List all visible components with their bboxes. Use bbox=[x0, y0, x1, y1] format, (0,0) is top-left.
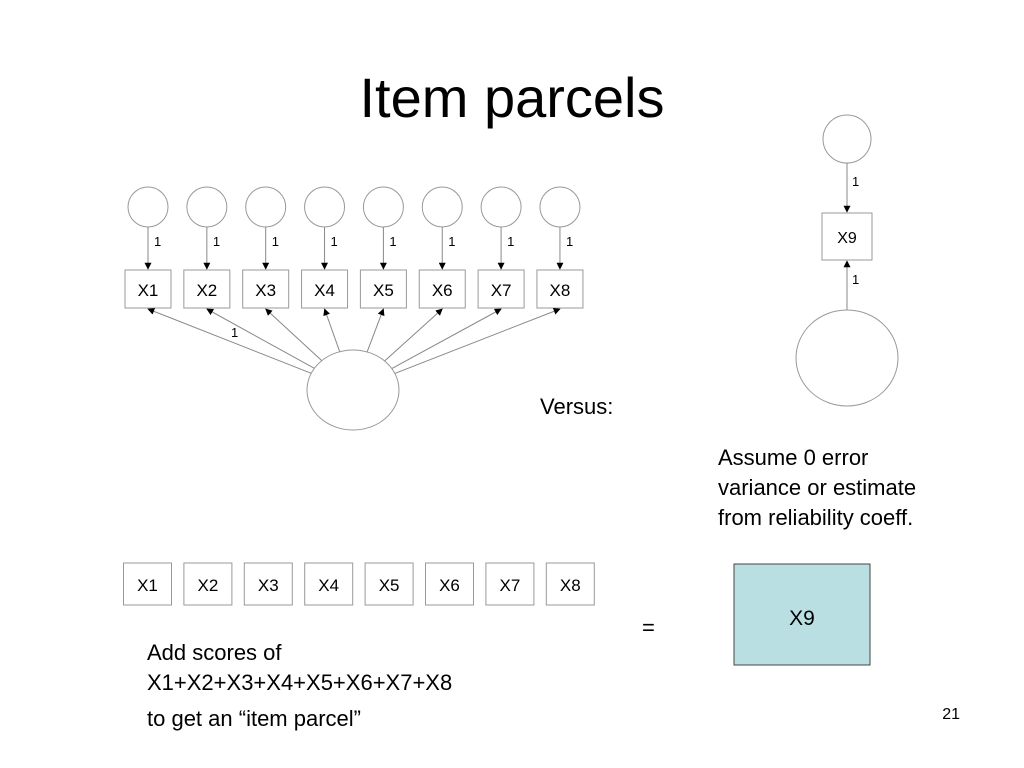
indicator-box bbox=[418, 269, 466, 309]
indicator-label: X6 bbox=[432, 281, 453, 300]
indicator-label: X9 bbox=[837, 230, 857, 247]
error-path-label: 1 bbox=[448, 234, 455, 249]
indicator-box bbox=[536, 269, 584, 309]
indicator-label: X2 bbox=[196, 281, 217, 300]
observed-item-box bbox=[183, 562, 233, 606]
equals-sign: = bbox=[642, 615, 655, 640]
observed-item-box bbox=[243, 562, 293, 606]
observed-item-box bbox=[304, 562, 354, 606]
indicator-box bbox=[183, 269, 231, 309]
error-term-circle bbox=[539, 186, 581, 228]
error-path-label: 1 bbox=[272, 234, 279, 249]
factor-loading-label: 1 bbox=[852, 272, 859, 287]
error-path-label: 1 bbox=[566, 234, 573, 249]
error-term-circle bbox=[245, 186, 287, 228]
item-parcel-box bbox=[733, 563, 871, 666]
factor-loading-arrow bbox=[384, 308, 443, 362]
page-number: 21 bbox=[942, 706, 960, 723]
observed-item-label: X4 bbox=[318, 576, 339, 595]
indicator-box bbox=[359, 269, 407, 309]
parcel-caption: Add scores of X1+X2+X3+X4+X5+X6+X7+X8 to… bbox=[147, 638, 452, 734]
caption-sum: X1+X2+X3+X4+X5+X6+X7+X8 bbox=[147, 670, 453, 695]
factor-loading-arrow bbox=[391, 308, 502, 369]
error-path-label: 1 bbox=[507, 234, 514, 249]
indicator-box bbox=[242, 269, 290, 309]
indicator-label: X5 bbox=[373, 281, 394, 300]
slide-title: Item parcels bbox=[359, 66, 665, 129]
factor-loading-arrow bbox=[147, 308, 312, 374]
observed-item-box bbox=[485, 562, 535, 606]
observed-item-box bbox=[425, 562, 474, 606]
observed-item-label: X7 bbox=[500, 576, 521, 595]
indicator-label: X7 bbox=[491, 281, 512, 300]
assumption-note-line: Assume 0 error bbox=[718, 445, 869, 470]
observed-item-label: X6 bbox=[439, 576, 460, 595]
error-term-circle bbox=[421, 186, 463, 228]
indicator-box bbox=[124, 269, 172, 309]
factor-loading-arrow bbox=[265, 308, 323, 362]
factor-loading-label: 1 bbox=[231, 325, 238, 340]
error-path-label: 1 bbox=[154, 234, 161, 249]
factor-loading-arrow bbox=[366, 308, 385, 353]
error-term-circle bbox=[480, 186, 522, 228]
indicator-box bbox=[301, 269, 349, 309]
latent-factor-circle bbox=[795, 309, 899, 407]
indicator-label: X1 bbox=[138, 281, 159, 300]
assumption-note-line: variance or estimate bbox=[718, 475, 917, 500]
error-term-circle bbox=[186, 186, 228, 228]
latent-factor-circle bbox=[306, 349, 400, 431]
indicator-label: X4 bbox=[314, 281, 335, 300]
assumption-note-line: from reliability coeff. bbox=[718, 505, 914, 530]
indicator-box bbox=[477, 269, 525, 309]
item-parcel-label: X9 bbox=[789, 607, 815, 630]
observed-item-box bbox=[545, 562, 595, 606]
versus-label: Versus: bbox=[540, 394, 614, 419]
assumption-note: Assume 0 error variance or estimate from… bbox=[718, 443, 916, 533]
observed-item-box bbox=[364, 562, 414, 606]
observed-item-label: X3 bbox=[258, 576, 279, 595]
error-term-circle bbox=[362, 186, 404, 228]
error-term-circle bbox=[822, 114, 872, 164]
error-term-circle bbox=[127, 186, 169, 228]
error-path-label: 1 bbox=[331, 234, 338, 249]
indicator-box bbox=[821, 212, 873, 261]
factor-loading-arrow bbox=[323, 308, 341, 352]
error-path-label: 1 bbox=[852, 174, 859, 189]
caption-line: Add scores of bbox=[147, 640, 282, 665]
error-path-label: 1 bbox=[213, 234, 220, 249]
observed-item-label: X1 bbox=[137, 576, 158, 595]
error-term-circle bbox=[304, 186, 346, 228]
error-path-label: 1 bbox=[389, 234, 396, 249]
observed-item-label: X8 bbox=[560, 576, 581, 595]
indicator-label: X8 bbox=[550, 281, 571, 300]
factor-loading-arrow bbox=[206, 308, 315, 369]
factor-loading-arrow bbox=[394, 308, 561, 374]
observed-item-label: X5 bbox=[379, 576, 400, 595]
indicator-label: X3 bbox=[255, 281, 276, 300]
observed-item-box bbox=[123, 562, 172, 606]
caption-line: to get an “item parcel” bbox=[147, 706, 361, 731]
observed-item-label: X2 bbox=[198, 576, 219, 595]
